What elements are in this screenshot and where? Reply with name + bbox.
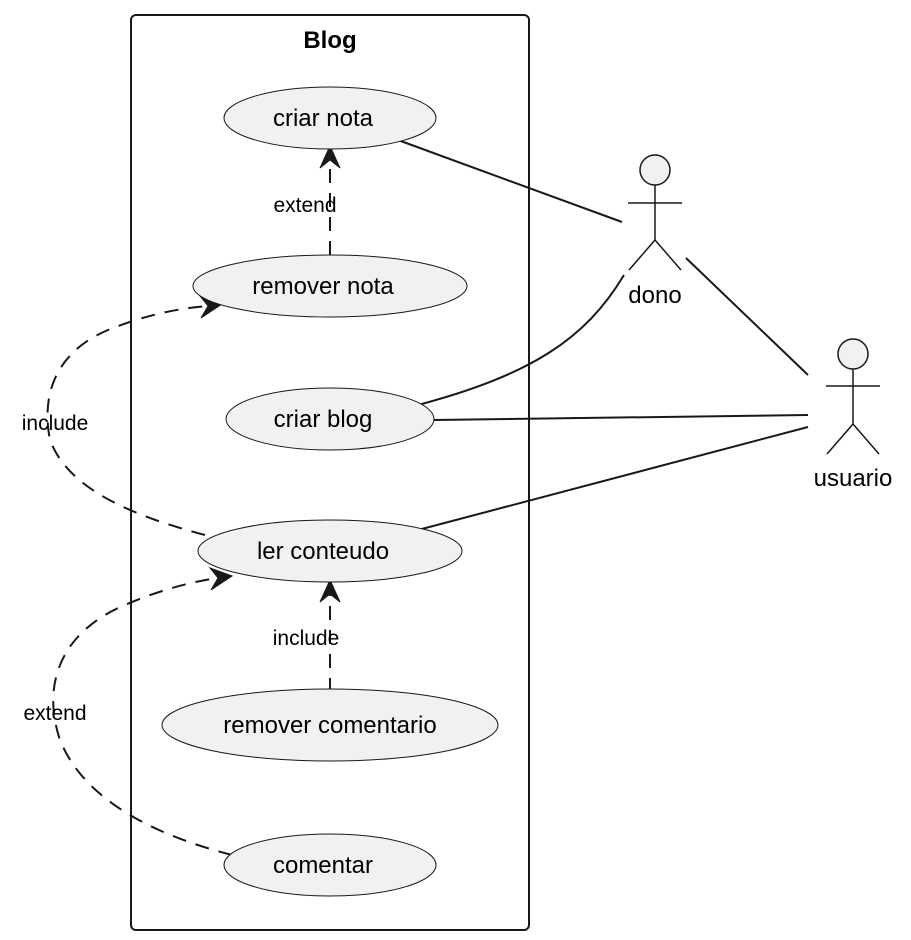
include-ler-conteudo-to-remover-nota — [46, 305, 209, 536]
use-case-remover-comentario[interactable]: remover comentario — [161, 688, 499, 762]
use-case-label: ler conteudo — [257, 538, 389, 565]
actor-label: usuario — [814, 465, 893, 492]
use-case-label: comentar — [273, 852, 373, 879]
system-boundary — [130, 14, 530, 931]
use-case-comentar[interactable]: comentar — [223, 833, 437, 897]
arrowhead-extend-ler-conteudo — [208, 566, 234, 591]
use-case-shape — [223, 86, 437, 150]
assoc-ler-conteudo-usuario — [417, 426, 809, 531]
use-case-label: remover nota — [252, 273, 394, 300]
use-case-criar-blog[interactable]: criar blog — [225, 387, 435, 451]
actor-label: dono — [628, 282, 681, 309]
arrowhead-extend-criar-nota — [319, 144, 341, 169]
use-case-shape — [223, 833, 437, 897]
use-case-remover-nota[interactable]: remover nota — [192, 254, 468, 318]
label-include-ler-conteudo: include — [273, 627, 340, 650]
use-case-shape — [192, 254, 468, 318]
assoc-dono-usuario — [685, 257, 809, 376]
system-title: Blog — [303, 27, 356, 54]
use-case-criar-nota[interactable]: criar nota — [223, 86, 437, 150]
assoc-criar-blog-usuario — [433, 414, 809, 421]
extend-comentar-to-ler-conteudo — [52, 577, 233, 856]
label-include-remover-nota: include — [22, 412, 89, 435]
assoc-criar-blog-dono — [417, 274, 625, 406]
use-case-label: criar blog — [274, 406, 373, 433]
stick-figure-icon — [628, 154, 682, 271]
use-case-shape — [197, 519, 463, 583]
label-extend-criar-nota: extend — [273, 194, 336, 217]
use-case-shape — [225, 387, 435, 451]
use-case-label: remover comentario — [223, 712, 436, 739]
actor-usuario[interactable]: usuario — [814, 338, 893, 492]
label-extend-ler-conteudo: extend — [23, 702, 86, 725]
use-case-ler-conteudo[interactable]: ler conteudo — [197, 519, 463, 583]
actor-dono[interactable]: dono — [628, 154, 682, 309]
assoc-criar-nota-dono — [397, 139, 623, 223]
arrowhead-include-ler-conteudo — [319, 578, 341, 603]
use-case-shape — [161, 688, 499, 762]
stick-figure-icon — [826, 338, 880, 455]
use-case-label: criar nota — [273, 105, 374, 132]
